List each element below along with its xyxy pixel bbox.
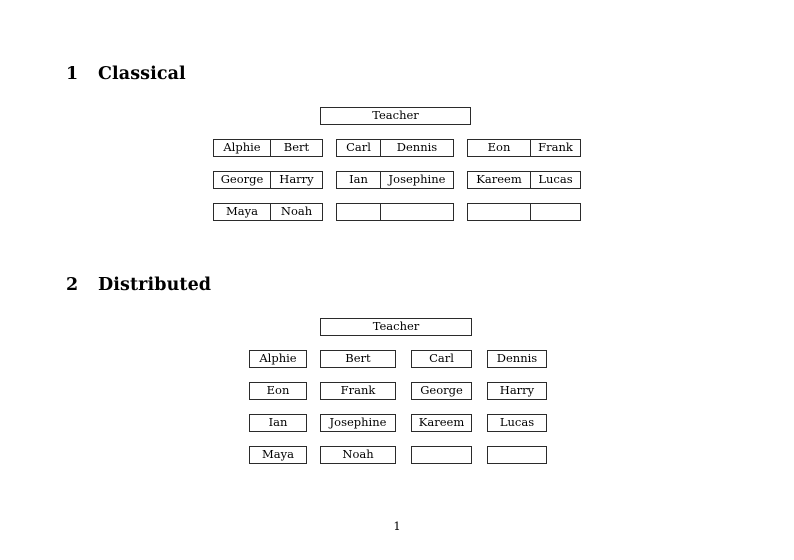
student-group[interactable]: Kareem Lucas <box>467 171 581 189</box>
student-group[interactable]: Noah <box>320 446 396 464</box>
student-cell: Harry <box>499 383 535 398</box>
student-group[interactable]: Alphie Bert <box>213 139 323 157</box>
section-number: 2 <box>66 275 79 295</box>
student-row: George Harry Ian Josephine Kareem Lucas <box>213 171 581 189</box>
teacher-box[interactable]: Teacher <box>320 107 471 125</box>
student-group[interactable] <box>411 446 472 464</box>
student-cell-empty <box>530 204 580 220</box>
student-cell: Maya <box>262 447 294 462</box>
student-group[interactable]: Maya <box>249 446 307 464</box>
student-cell-empty <box>412 447 471 463</box>
student-group[interactable]: Kareem <box>411 414 472 432</box>
student-group[interactable]: Bert <box>320 350 396 368</box>
page-number: 1 <box>393 519 401 533</box>
student-cell: Frank <box>340 383 376 398</box>
student-cell: Lucas <box>530 172 580 188</box>
student-cell-empty <box>380 204 453 220</box>
student-group[interactable]: Ian <box>249 414 307 432</box>
student-group[interactable]: Alphie <box>249 350 307 368</box>
student-cell: Noah <box>342 447 374 462</box>
student-cell: Ian <box>268 415 288 430</box>
section-number: 1 <box>66 64 79 84</box>
student-cell: Kareem <box>476 172 522 187</box>
student-cell: Josephine <box>329 415 387 430</box>
student-group[interactable]: Harry <box>487 382 547 400</box>
student-cell: Josephine <box>380 172 453 188</box>
student-group[interactable]: Josephine <box>320 414 396 432</box>
teacher-cell: Teacher <box>372 108 419 123</box>
student-cell: Maya <box>226 204 258 219</box>
student-group[interactable]: Carl <box>411 350 472 368</box>
teacher-box[interactable]: Teacher <box>320 318 472 336</box>
section-heading-distributed: 2 Distributed <box>66 275 211 295</box>
student-cell: Frank <box>530 140 580 156</box>
student-row: Alphie Bert Carl Dennis Eon Frank <box>213 139 581 157</box>
student-cell: Alphie <box>223 140 261 155</box>
student-cell: Bert <box>345 351 371 366</box>
teacher-cell: Teacher <box>372 319 420 334</box>
section-heading-classical: 1 Classical <box>66 64 186 84</box>
student-cell: Carl <box>346 140 371 155</box>
student-group[interactable]: George Harry <box>213 171 323 189</box>
student-group[interactable]: Lucas <box>487 414 547 432</box>
section-title: Classical <box>98 64 186 84</box>
student-cell: Ian <box>349 172 368 187</box>
student-cell: Bert <box>270 140 322 156</box>
student-cell: Noah <box>270 204 322 220</box>
student-cell: George <box>420 383 463 398</box>
student-row: Alphie Bert Carl Dennis <box>249 350 547 368</box>
student-group[interactable]: Carl Dennis <box>336 139 454 157</box>
student-group[interactable] <box>467 203 581 221</box>
student-cell: Carl <box>429 351 454 366</box>
student-group[interactable]: Ian Josephine <box>336 171 454 189</box>
student-cell: Kareem <box>418 415 465 430</box>
student-cell: Alphie <box>259 351 297 366</box>
student-cell: Eon <box>266 383 290 398</box>
student-group[interactable] <box>336 203 454 221</box>
student-group[interactable]: Frank <box>320 382 396 400</box>
student-row: Eon Frank George Harry <box>249 382 547 400</box>
student-cell-empty <box>468 204 530 220</box>
student-cell: George <box>220 172 264 187</box>
teacher-row: Teacher <box>320 318 472 336</box>
student-group[interactable]: George <box>411 382 472 400</box>
student-group[interactable]: Eon Frank <box>467 139 581 157</box>
student-cell: Harry <box>270 172 322 188</box>
student-row: Ian Josephine Kareem Lucas <box>249 414 547 432</box>
student-row: Maya Noah <box>249 446 547 464</box>
student-group[interactable]: Dennis <box>487 350 547 368</box>
section-title: Distributed <box>98 275 212 295</box>
student-group[interactable] <box>487 446 547 464</box>
student-group[interactable]: Maya Noah <box>213 203 323 221</box>
student-group[interactable]: Eon <box>249 382 307 400</box>
student-cell: Lucas <box>499 415 535 430</box>
student-cell-empty <box>337 204 380 220</box>
student-cell-empty <box>488 447 546 463</box>
student-cell: Eon <box>487 140 511 155</box>
student-cell: Dennis <box>496 351 538 366</box>
student-row: Maya Noah <box>213 203 581 221</box>
teacher-row: Teacher <box>320 107 471 125</box>
student-cell: Dennis <box>380 140 453 156</box>
